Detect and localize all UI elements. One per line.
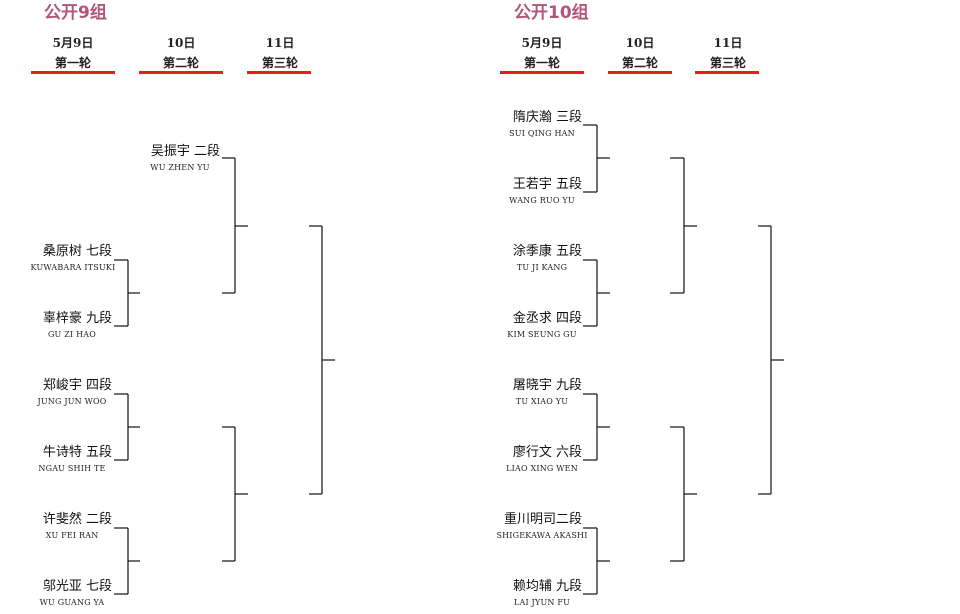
g10-player-6-name: 廖行文 六段 bbox=[512, 445, 582, 460]
g9-player-1-roman: WU ZHEN YU bbox=[150, 163, 210, 172]
g9-player-4-roman: JUNG JUN WOO bbox=[37, 397, 107, 406]
g10-player-2-roman: WANG RUO YU bbox=[509, 196, 575, 205]
g9-player-7-name: 邬光亚 七段 bbox=[42, 579, 112, 594]
g9-round3-date: 11日 bbox=[265, 36, 295, 50]
g9-player-7-roman: WU GUANG YA bbox=[39, 598, 105, 607]
g9-player-3-roman: GU ZI HAO bbox=[47, 330, 97, 339]
g10-player-2-name: 王若宇 五段 bbox=[512, 177, 582, 192]
g10-player-6-roman: LIAO XING WEN bbox=[506, 464, 578, 473]
g10-round2-date: 10日 bbox=[625, 36, 655, 50]
g9-round1-brackets bbox=[114, 259, 140, 595]
g9-player-4-name: 郑峻宇 四段 bbox=[42, 378, 112, 393]
g9-player-3-name: 辜梓豪 九段 bbox=[42, 311, 112, 326]
g9-round2-underline bbox=[139, 71, 223, 74]
g10-player-5-roman: TU XIAO YU bbox=[515, 397, 569, 406]
g10-round2-underline bbox=[608, 71, 672, 74]
g10-player-1-name: 隋庆瀚 三段 bbox=[512, 110, 582, 125]
g9-player-2-name: 桑原树 七段 bbox=[42, 244, 112, 259]
g9-round1-date: 5月9日 bbox=[52, 36, 94, 50]
g10-round1-date: 5月9日 bbox=[521, 36, 563, 50]
g10-player-5-name: 屠晓宇 九段 bbox=[512, 378, 582, 393]
g10-player-3-roman: TU JI KANG bbox=[516, 263, 568, 272]
g10-round3-name: 第三轮 bbox=[709, 56, 746, 70]
g10-player-7-roman: SHIGEKAWA AKASHI bbox=[496, 531, 588, 540]
group-10-title: 公开10组 bbox=[514, 3, 589, 23]
g10-player-7-name: 重川明司二段 bbox=[503, 512, 582, 527]
g9-round2-name: 第二轮 bbox=[162, 56, 199, 70]
g10-player-4-roman: KIM SEUNG GU bbox=[507, 330, 577, 339]
g10-player-3-name: 涂季康 五段 bbox=[512, 244, 582, 259]
g10-round3-date: 11日 bbox=[713, 36, 743, 50]
g9-player-2-roman: KUWABARA ITSUKI bbox=[30, 263, 116, 272]
group-9-title: 公开9组 bbox=[44, 3, 107, 23]
g10-player-8-roman: LAI JYUN FU bbox=[513, 598, 571, 607]
g9-round1-underline bbox=[31, 71, 115, 74]
g9-round2-brackets bbox=[222, 157, 248, 562]
g10-round2-name: 第二轮 bbox=[621, 56, 658, 70]
g9-round1-name: 第一轮 bbox=[54, 56, 91, 70]
g9-round3-name: 第三轮 bbox=[261, 56, 298, 70]
g9-player-6-roman: XU FEI RAN bbox=[45, 531, 99, 540]
g9-player-5-roman: NGAU SHIH TE bbox=[38, 464, 106, 473]
g9-player-6-name: 许斐然 二段 bbox=[42, 512, 112, 527]
g9-player-5-name: 牛诗特 五段 bbox=[42, 445, 112, 460]
g10-player-4-name: 金丞求 四段 bbox=[512, 311, 582, 326]
g10-player-8-name: 赖均辅 九段 bbox=[512, 579, 582, 594]
g10-round1-name: 第一轮 bbox=[523, 56, 560, 70]
g9-player-1-name: 吴振宇 二段 bbox=[150, 144, 220, 159]
g10-round1-underline bbox=[500, 71, 584, 74]
g10-round3-brackets bbox=[758, 225, 784, 495]
g10-round2-brackets bbox=[670, 157, 697, 562]
g10-player-1-roman: SUI QING HAN bbox=[509, 129, 575, 138]
g10-round1-brackets bbox=[583, 124, 610, 595]
g9-round3-brackets bbox=[309, 225, 335, 495]
g10-round3-underline bbox=[695, 71, 759, 74]
g9-round2-date: 10日 bbox=[166, 36, 196, 50]
g9-round3-underline bbox=[247, 71, 311, 74]
